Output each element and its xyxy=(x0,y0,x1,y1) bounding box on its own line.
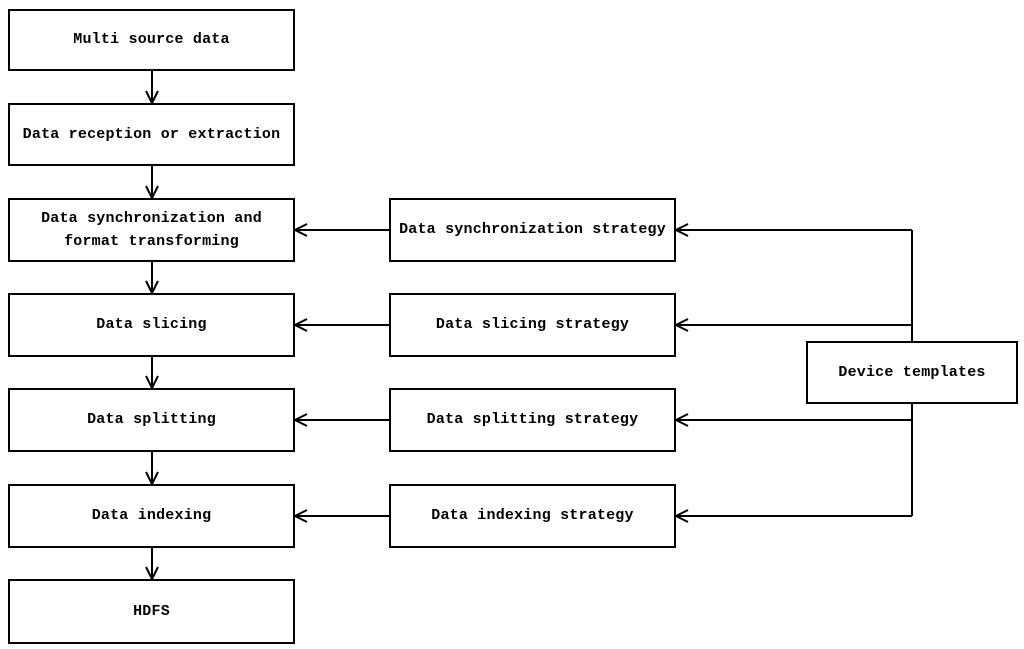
node-hdfs-label: HDFS xyxy=(133,602,170,620)
node-data-slicing-strategy: Data slicing strategy xyxy=(389,293,676,357)
node-data-indexing: Data indexing xyxy=(8,484,295,548)
node-multi-source-data: Multi source data xyxy=(8,9,295,71)
node-data-indexing-strategy-label: Data indexing strategy xyxy=(431,507,634,525)
node-data-reception-or-extraction-label: Data reception or extraction xyxy=(22,125,281,143)
node-data-splitting-strategy-label: Data splitting strategy xyxy=(426,411,639,429)
node-hdfs: HDFS xyxy=(8,579,295,644)
node-data-splitting-strategy: Data splitting strategy xyxy=(389,388,676,452)
node-data-indexing-label: Data indexing xyxy=(91,507,212,525)
node-multi-source-data-label: Multi source data xyxy=(73,31,230,49)
node-data-slicing-strategy-label: Data slicing strategy xyxy=(435,316,630,334)
node-data-slicing: Data slicing xyxy=(8,293,295,357)
node-data-indexing-strategy: Data indexing strategy xyxy=(389,484,676,548)
node-data-synchronization-and-format-transforming: Data synchronization and format transfor… xyxy=(8,198,295,262)
node-device-templates-label: Device templates xyxy=(838,363,986,381)
node-data-splitting-label: Data splitting xyxy=(87,411,216,429)
node-data-synchronization-strategy-label: Data synchronization strategy xyxy=(399,221,666,239)
node-data-synchronization-and-format-transforming-label: Data synchronization and format transfor… xyxy=(41,209,262,250)
node-data-reception-or-extraction: Data reception or extraction xyxy=(8,103,295,166)
node-data-synchronization-strategy: Data synchronization strategy xyxy=(389,198,676,262)
node-device-templates: Device templates xyxy=(806,341,1018,404)
node-data-splitting: Data splitting xyxy=(8,388,295,452)
node-data-slicing-label: Data slicing xyxy=(96,316,207,334)
